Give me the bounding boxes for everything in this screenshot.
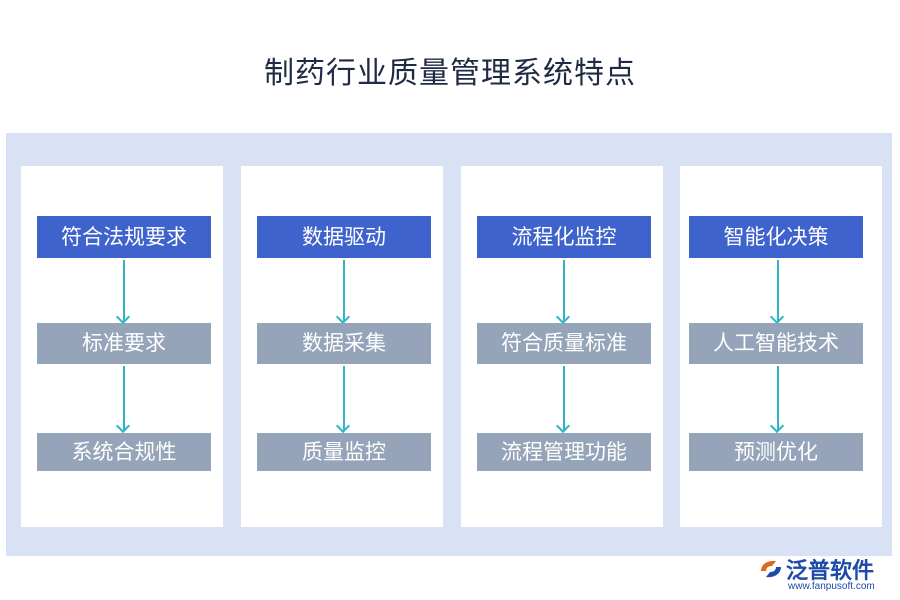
down-arrow-icon — [563, 260, 565, 321]
down-arrow-icon — [123, 260, 125, 321]
column-data-driven: 数据驱动 数据采集 质量监控 — [241, 166, 443, 527]
column-header: 智能化决策 — [689, 216, 863, 258]
down-arrow-icon — [563, 366, 565, 430]
logo-name: 泛普软件 — [786, 559, 875, 584]
column-item: 质量监控 — [257, 433, 431, 471]
logo-url: www.fanpusoft.com — [788, 581, 875, 592]
down-arrow-icon — [343, 260, 345, 321]
column-header: 流程化监控 — [477, 216, 651, 258]
column-item: 系统合规性 — [37, 433, 211, 471]
column-header: 数据驱动 — [257, 216, 431, 258]
brand-logo: 泛普软件 www.fanpusoft.com — [758, 553, 888, 597]
down-arrow-icon — [777, 260, 779, 321]
column-process-monitoring: 流程化监控 符合质量标准 流程管理功能 — [461, 166, 663, 527]
column-item: 人工智能技术 — [689, 323, 863, 364]
column-item: 符合质量标准 — [477, 323, 651, 364]
down-arrow-icon — [343, 366, 345, 430]
column-compliance: 符合法规要求 标准要求 系统合规性 — [21, 166, 223, 527]
page-title: 制药行业质量管理系统特点 — [264, 56, 636, 91]
column-item: 数据采集 — [257, 323, 431, 364]
column-header: 符合法规要求 — [37, 216, 211, 258]
column-intelligent-decision: 智能化决策 人工智能技术 预测优化 — [680, 166, 882, 527]
column-item: 预测优化 — [689, 433, 863, 471]
down-arrow-icon — [777, 366, 779, 430]
down-arrow-icon — [123, 366, 125, 430]
column-item: 流程管理功能 — [477, 433, 651, 471]
column-item: 标准要求 — [37, 323, 211, 364]
logo-icon — [761, 560, 781, 578]
